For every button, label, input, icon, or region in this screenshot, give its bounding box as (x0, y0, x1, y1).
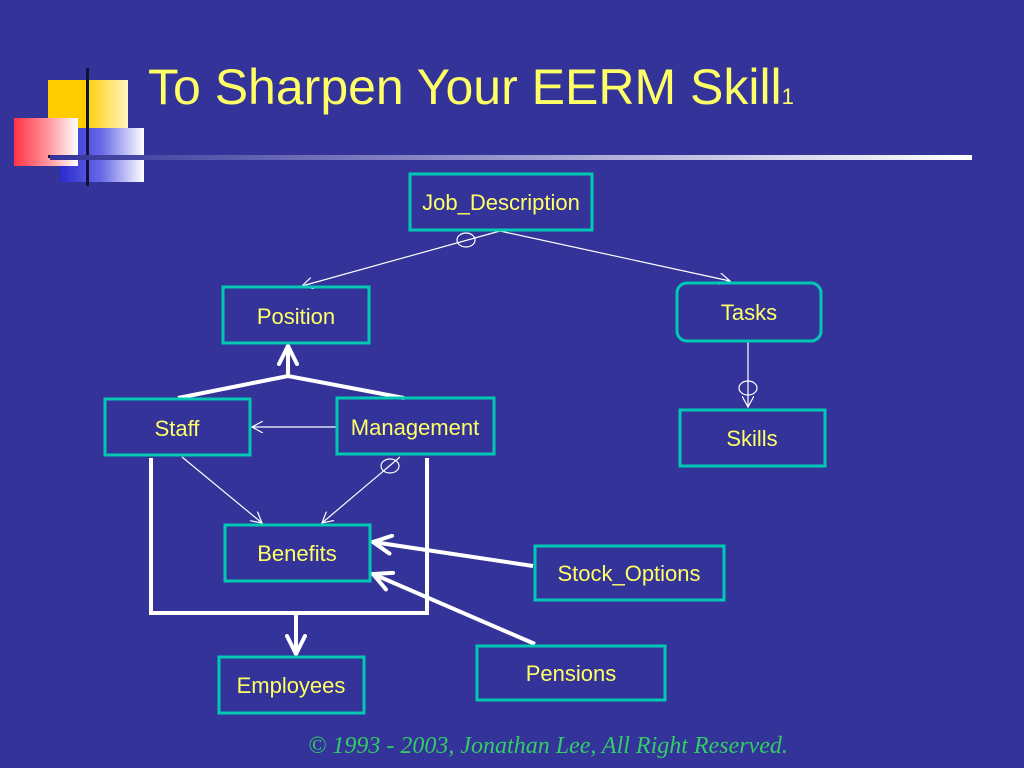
entity-label: Staff (155, 416, 201, 441)
optional-circle-icon (380, 458, 400, 474)
entity-box (217, 655, 366, 715)
entity-box (533, 544, 726, 602)
generalization-lines (177, 373, 405, 400)
title-text: To Sharpen Your EERM Skill (148, 59, 782, 115)
connector-jobdesc-tasks (499, 230, 730, 281)
entity-box (675, 281, 823, 343)
entity-position: Position (221, 285, 371, 345)
entity-label: Job_Description (422, 190, 580, 215)
connector-pensions-benefits (373, 574, 536, 646)
entity-label: Benefits (257, 541, 337, 566)
entity-label: Position (257, 304, 335, 329)
entity-label: Management (351, 415, 479, 440)
optional-circle-icon (456, 232, 476, 248)
entity-label: Tasks (721, 300, 777, 325)
entity-label: Skills (726, 426, 777, 451)
entity-box (221, 285, 371, 345)
page-title: To Sharpen Your EERM Skill1 (148, 62, 794, 112)
entity-box (335, 396, 496, 456)
title-rule (50, 155, 972, 160)
connector-jobdesc-position (302, 230, 501, 286)
entity-benefits: Benefits (223, 523, 372, 583)
entity-box (678, 408, 827, 468)
entity-tasks: Tasks (675, 281, 823, 343)
entity-staff: Staff (103, 397, 252, 457)
connector-management-benefits (322, 456, 401, 523)
entity-stock-options: Stock_Options (533, 544, 726, 602)
entity-skills: Skills (678, 408, 827, 468)
decor-vertical-line (86, 68, 89, 186)
aggregation-bracket (149, 458, 429, 615)
entity-box (475, 644, 667, 702)
entity-label: Pensions (526, 661, 617, 686)
entity-management: Management (335, 396, 496, 456)
entity-employees: Employees (217, 655, 366, 715)
entity-pensions: Pensions (475, 644, 667, 702)
entity-box (103, 397, 252, 457)
entity-box (408, 172, 594, 232)
entity-label: Employees (237, 673, 346, 698)
entity-job-description: Job_Description (408, 172, 594, 232)
optional-circle-icon (738, 380, 758, 396)
entity-label: Stock_Options (557, 561, 700, 586)
entity-box (223, 523, 372, 583)
connector-staff-benefits (181, 456, 262, 523)
copyright-footer: © 1993 - 2003, Jonathan Lee, All Right R… (0, 733, 1024, 760)
footer-text: © 1993 - 2003, Jonathan Lee, All Right R… (308, 733, 788, 759)
connector-stockoptions-benefits (373, 542, 534, 568)
connectors (149, 230, 758, 654)
title-superscript: 1 (781, 84, 794, 109)
